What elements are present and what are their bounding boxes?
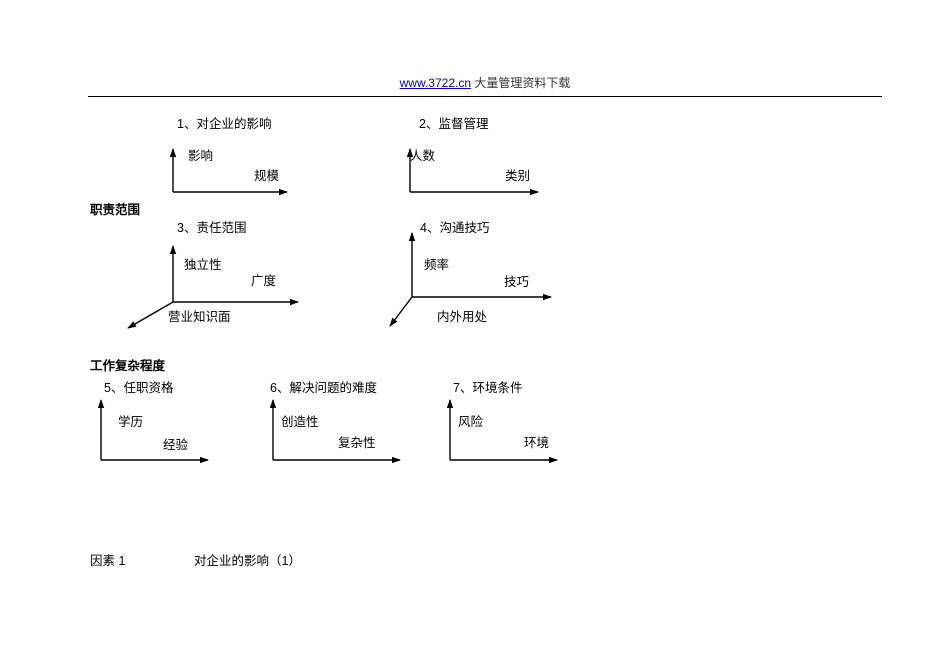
diagram-title-5: 5、任职资格 xyxy=(104,381,174,395)
diagram-2-x-label: 类别 xyxy=(505,169,531,183)
header-caption: 大量管理资料下载 xyxy=(471,76,571,90)
diagram-7-y-label: 风险 xyxy=(458,415,484,429)
diagram-3-y-label: 独立性 xyxy=(184,258,222,272)
diagram-1-x-label: 规模 xyxy=(254,169,280,183)
diagram-5-x-label: 经验 xyxy=(163,438,189,452)
diagram-title-2: 2、监督管理 xyxy=(419,117,489,131)
diagram-1-y-label: 影响 xyxy=(188,149,214,163)
diagram-6-x-label: 复杂性 xyxy=(338,436,376,450)
footer-factor-label: 因素 1 xyxy=(90,554,126,568)
diagram-title-4: 4、沟通技巧 xyxy=(420,221,490,235)
footer-factor-title: 对企业的影响（1） xyxy=(194,554,301,568)
page-header: www.3722.cn 大量管理资料下载 xyxy=(88,75,882,91)
diagram-7-x-label: 环境 xyxy=(524,436,550,450)
section-label-duty-scope: 职责范围 xyxy=(90,203,141,217)
header-url[interactable]: www.3722.cn xyxy=(399,76,472,90)
diagram-title-1: 1、对企业的影响 xyxy=(177,117,272,131)
diagram-title-6: 6、解决问题的难度 xyxy=(270,381,377,395)
diagram-6-y-label: 创造性 xyxy=(281,415,319,429)
diagram-4-x-label: 技巧 xyxy=(504,275,530,289)
diagram-3-x-label: 广度 xyxy=(251,274,277,288)
header-rule xyxy=(88,96,882,97)
section-label-work-complexity: 工作复杂程度 xyxy=(90,359,166,373)
diagram-2-y-label: 人数 xyxy=(410,149,436,163)
diagram-4-z-label: 内外用处 xyxy=(437,310,488,324)
diagram-title-7: 7、环境条件 xyxy=(453,381,523,395)
diagram-5-y-label: 学历 xyxy=(118,415,144,429)
diagram-4-y-label: 频率 xyxy=(424,258,450,272)
diagram-3-z-label: 营业知识面 xyxy=(168,310,231,324)
diagram-title-3: 3、责任范围 xyxy=(177,221,247,235)
